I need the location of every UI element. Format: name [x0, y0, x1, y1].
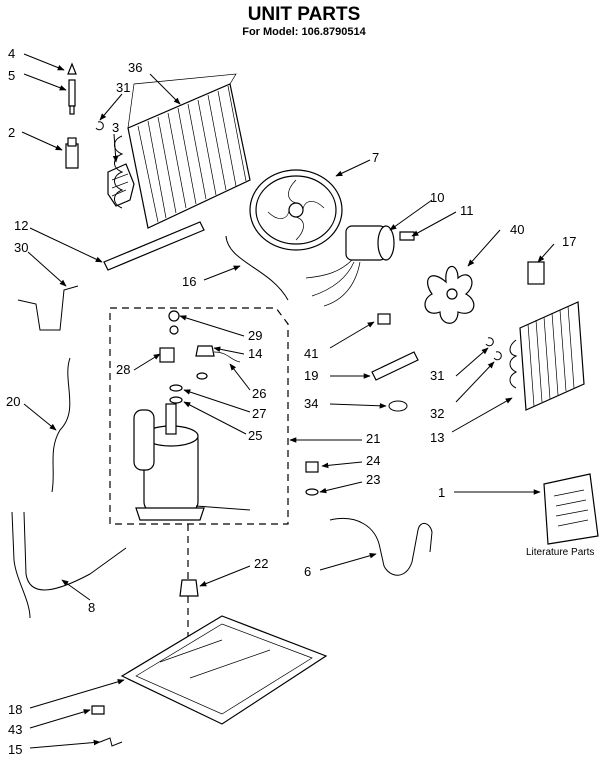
tube-part-6 — [329, 518, 433, 576]
callout-30: 30 — [14, 240, 28, 255]
callout-21: 21 — [366, 431, 380, 446]
nut-part-29 — [168, 310, 180, 322]
screw-part-43 — [91, 705, 105, 715]
evaporator-coil-part — [509, 301, 585, 411]
blower-wheel-part — [249, 169, 343, 251]
callout-3: 3 — [112, 120, 119, 135]
cord-part-20 — [51, 357, 71, 493]
callout-40: 40 — [510, 222, 524, 237]
callout-11: 11 — [460, 203, 474, 218]
page-title: UNIT PARTS — [248, 4, 361, 25]
tube-part-30 — [17, 285, 79, 331]
washer-part-23 — [305, 488, 319, 496]
compressor-part — [133, 403, 205, 521]
strip-part-19 — [371, 351, 419, 381]
grommet-part-26 — [196, 372, 208, 380]
valve-part-28 — [159, 347, 175, 363]
clip-part-32 — [493, 351, 502, 361]
clip-part-31-left — [95, 121, 104, 131]
compressor-assembly-outline — [109, 307, 289, 525]
callout-36: 36 — [128, 60, 142, 75]
callout-29: 29 — [248, 328, 262, 343]
callout-1: 1 — [438, 485, 445, 500]
callout-10: 10 — [430, 190, 444, 205]
bracket-part-3 — [107, 163, 135, 207]
callout-28: 28 — [116, 362, 130, 377]
callout-43: 43 — [8, 722, 22, 737]
callout-34: 34 — [304, 396, 318, 411]
callout-22: 22 — [254, 556, 268, 571]
callout-16: 16 — [182, 274, 196, 289]
bracket-part-41 — [377, 313, 391, 325]
nut-part-24 — [305, 461, 319, 473]
callout-25: 25 — [248, 428, 262, 443]
wire-part-16 — [225, 235, 289, 301]
clip-part-15 — [99, 737, 123, 747]
callout-19: 19 — [304, 368, 318, 383]
literature-parts-label: Literature Parts — [526, 547, 594, 558]
callout-17: 17 — [562, 234, 576, 249]
fan-blade-part — [424, 265, 475, 324]
terminal-part-14 — [195, 345, 215, 357]
washer-part-25 — [169, 396, 183, 404]
callout-20: 20 — [6, 394, 20, 409]
valve-stem-part — [65, 62, 79, 169]
washer-part-27 — [169, 384, 183, 392]
callout-27: 27 — [252, 406, 266, 421]
callout-5: 5 — [8, 68, 15, 83]
condenser-coil-part — [114, 73, 251, 229]
literature-booklet — [543, 473, 599, 545]
relay-part-17 — [527, 261, 545, 285]
callout-14: 14 — [248, 346, 262, 361]
callout-13: 13 — [430, 430, 444, 445]
screw-part-11 — [399, 231, 415, 241]
callout-15: 15 — [8, 742, 22, 757]
callout-31-left: 31 — [116, 80, 130, 95]
callout-26: 26 — [252, 386, 266, 401]
callout-2: 2 — [8, 125, 15, 140]
callout-24: 24 — [366, 453, 380, 468]
callout-7: 7 — [372, 150, 379, 165]
fan-motor-part — [305, 225, 395, 307]
callout-31-right: 31 — [430, 368, 444, 383]
clamp-part-34 — [388, 400, 408, 412]
callout-6: 6 — [304, 564, 311, 579]
callout-23: 23 — [366, 472, 380, 487]
callout-41: 41 — [304, 346, 318, 361]
callout-8: 8 — [88, 600, 95, 615]
mount-part-22 — [179, 579, 199, 597]
callout-18: 18 — [8, 702, 22, 717]
tube-part-12 — [103, 221, 205, 271]
callout-32: 32 — [430, 406, 444, 421]
model-subtitle: For Model: 106.8790514 — [242, 26, 366, 38]
clip-part-31-right — [485, 337, 494, 347]
callout-4: 4 — [8, 46, 15, 61]
tube-part-8 — [11, 511, 127, 619]
base-pan-part — [120, 615, 328, 725]
callout-12: 12 — [14, 218, 28, 233]
